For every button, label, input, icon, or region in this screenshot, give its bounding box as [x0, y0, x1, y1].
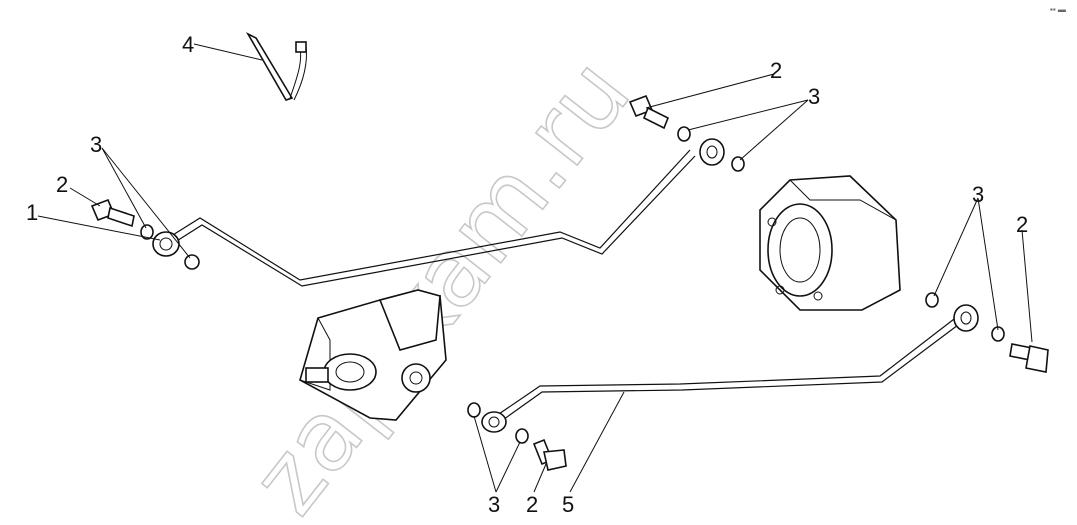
leader-lines: [37, 43, 1033, 493]
washer-lower-2: [515, 428, 529, 444]
bolt-left: [90, 198, 135, 228]
washer-left-1: [140, 224, 154, 240]
washer-upper-1: [677, 126, 691, 142]
callout-5: 5: [562, 492, 574, 517]
washer-upper-2: [731, 156, 745, 172]
lower-pipe: [481, 304, 979, 433]
washer-left-2: [184, 254, 200, 270]
bolt-right: [1009, 343, 1049, 373]
callout-3-lower: 3: [488, 492, 500, 517]
callout-2-left: 2: [56, 172, 68, 197]
bolt-upper-right: [628, 94, 670, 130]
upper-pipe: [152, 138, 725, 287]
callout-2-upper: 2: [770, 58, 782, 83]
callout-1: 1: [26, 200, 38, 225]
bolt-lower: [532, 438, 567, 471]
clamp: [245, 32, 307, 101]
callout-3-left: 3: [90, 132, 102, 157]
watermark: zap-kam.ru: [230, 38, 652, 525]
washer-right-1: [925, 292, 939, 308]
callout-3-upper: 3: [808, 84, 820, 109]
corner-mark: ▪▪ ▬: [1050, 5, 1066, 14]
callout-2-lower: 2: [526, 492, 538, 517]
callout-2-right: 2: [1016, 212, 1028, 237]
callout-4: 4: [182, 32, 194, 57]
washer-lower-1: [467, 402, 481, 418]
callout-3-right: 3: [972, 182, 984, 207]
pump-housing: [299, 289, 447, 421]
flange-housing: [759, 175, 901, 311]
